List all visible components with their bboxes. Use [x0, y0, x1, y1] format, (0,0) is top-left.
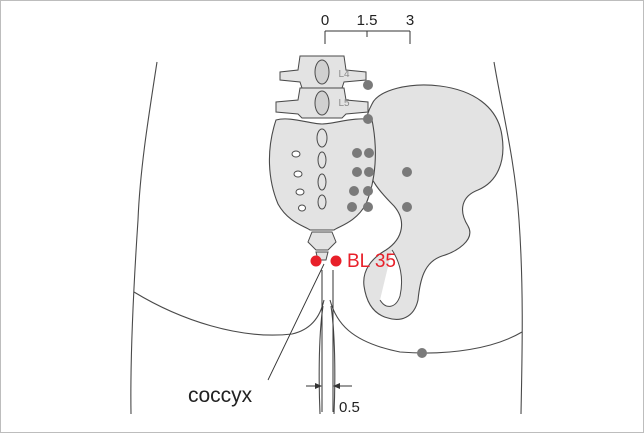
- left-buttock-fold: [133, 291, 325, 336]
- vertebra-label-l4: L4: [338, 69, 350, 80]
- coccyx-leader-line: [267, 263, 325, 381]
- offset-dimension: [306, 270, 352, 412]
- coccyx-bone: [307, 231, 337, 251]
- vertebra-label-l5: L5: [338, 98, 350, 109]
- acupoint: [349, 186, 359, 196]
- acupoint: [364, 167, 374, 177]
- scale-bar: [324, 30, 411, 44]
- offset-label: 0.5: [339, 399, 360, 416]
- l5-spinous: [314, 90, 330, 116]
- scale-label-0: 0: [321, 12, 329, 29]
- gluteal-cleft-right: [330, 305, 336, 415]
- acupoint: [363, 80, 373, 90]
- offset-arrow-left: [315, 383, 322, 389]
- scale-label-1-5: 1.5: [357, 12, 378, 29]
- right-body-contour: [493, 61, 523, 415]
- acupoint: [364, 148, 374, 158]
- acupoint: [363, 202, 373, 212]
- right-buttock-fold: [329, 299, 523, 354]
- acupoint: [402, 167, 412, 177]
- acupoint: [363, 186, 373, 196]
- acupoint: [352, 167, 362, 177]
- bl35-point-left: [310, 255, 322, 267]
- acupoint: [347, 202, 357, 212]
- acupoint: [417, 348, 427, 358]
- acupoint: [352, 148, 362, 158]
- coccyx-label: coccyx: [188, 384, 253, 407]
- acupoints: [347, 80, 427, 358]
- left-body-contour: [130, 61, 158, 415]
- obturator-foramen: [379, 249, 403, 307]
- sacral-crest: [316, 128, 328, 210]
- scale-label-3: 3: [406, 12, 414, 29]
- offset-arrow-right: [333, 383, 340, 389]
- iliac-bone: [363, 84, 504, 320]
- l4-spinous: [314, 59, 330, 85]
- acupoint: [363, 114, 373, 124]
- acupoint: [402, 202, 412, 212]
- bl35-points: [310, 255, 342, 267]
- bl35-label: BL 35: [347, 251, 396, 272]
- sacral-foramina-left: [291, 150, 306, 212]
- lumbar-vertebrae: [275, 55, 369, 119]
- bl35-point-right: [330, 255, 342, 267]
